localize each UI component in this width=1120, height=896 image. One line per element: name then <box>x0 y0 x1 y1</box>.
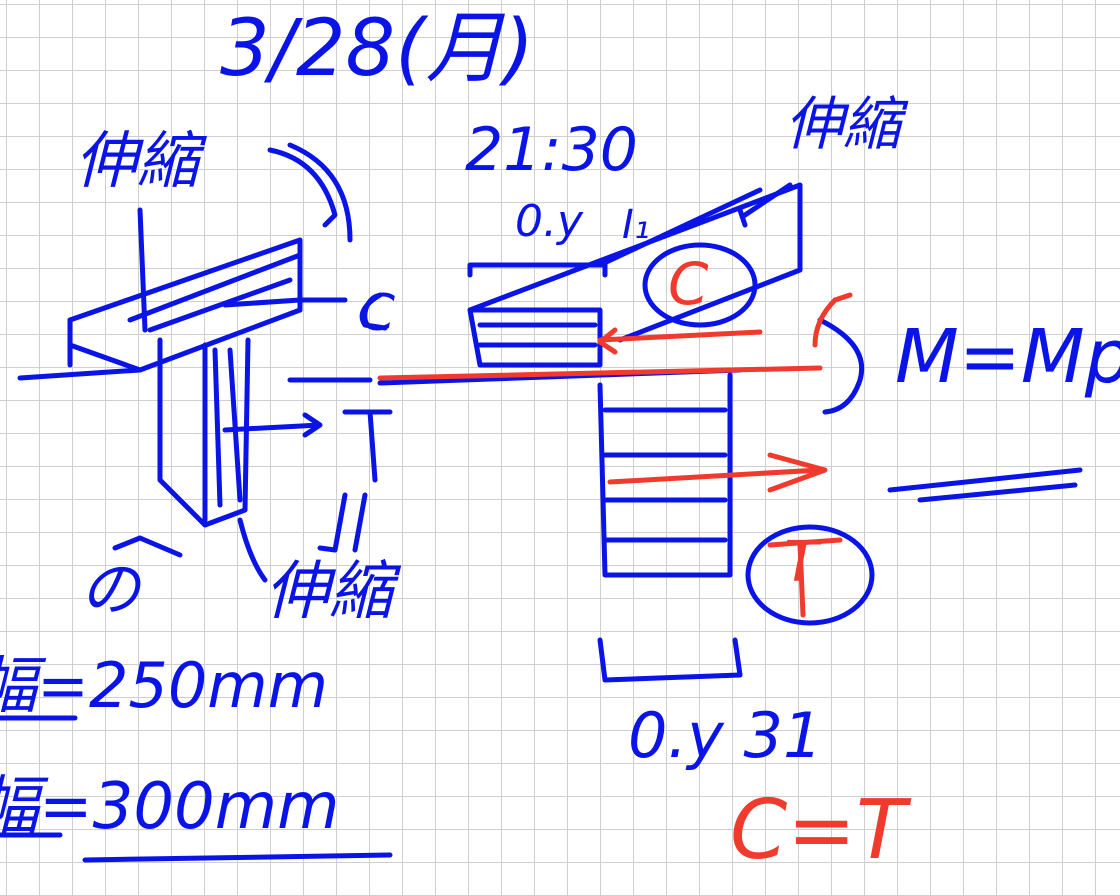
label-top-right: 伸縮 <box>785 90 902 158</box>
width-line-1: 幅=250mm <box>0 649 329 722</box>
label-bottom: 伸縮 <box>265 555 393 629</box>
compression-circle-label: C <box>668 250 709 318</box>
label-top-left: 伸縮 <box>75 124 200 197</box>
note-time: 21:30 <box>465 115 638 185</box>
tension-circle-label: T <box>784 530 819 595</box>
right-section-sketch <box>317 182 1083 683</box>
compression-label: C <box>360 284 395 342</box>
width-line-2: 幅=300mm <box>0 770 340 844</box>
small-label: の <box>80 555 140 625</box>
note-date: 3/28(月) <box>220 4 535 94</box>
inertia-symbol: I₁ <box>622 202 650 248</box>
equilibrium-equation: C=T <box>730 783 907 878</box>
bottom-dimension: 0.y 31 <box>628 699 823 772</box>
top-flange-dimension: 0.y <box>515 196 584 247</box>
left-tbeam-sketch <box>17 142 393 583</box>
red-force-arrows <box>377 292 853 618</box>
moment-equation: M=Mp <box>895 314 1120 400</box>
